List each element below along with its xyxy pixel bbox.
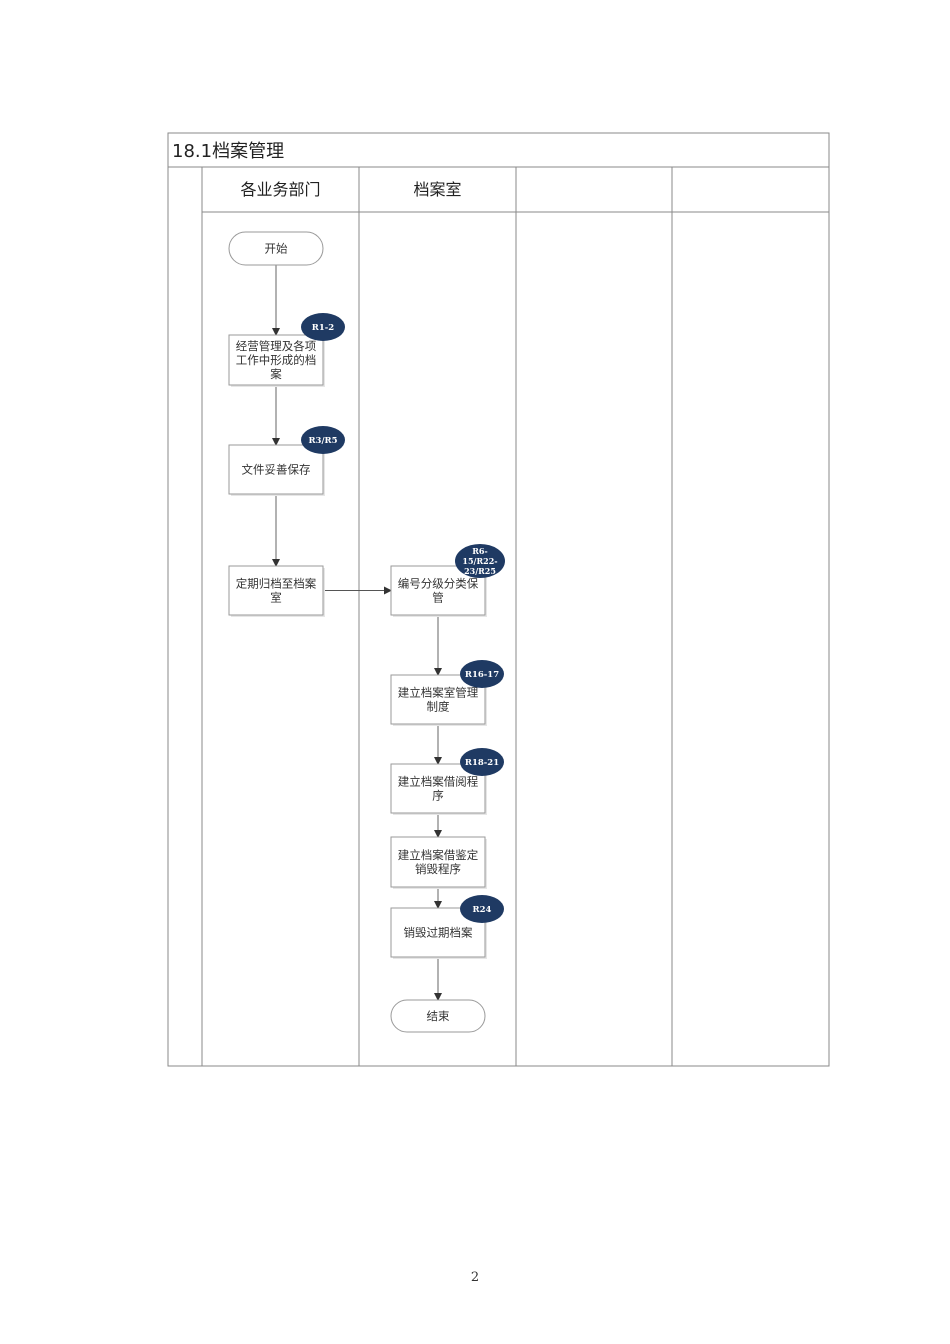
node-label: 开始 — [265, 242, 288, 256]
requirement-badge: R1-2 — [301, 313, 345, 341]
badge-label: R1-2 — [312, 323, 335, 333]
requirement-badge: R16-17 — [460, 660, 504, 688]
badge-label: R24 — [473, 905, 492, 915]
requirement-badge: R3/R5 — [301, 426, 345, 454]
requirement-badge: R18-21 — [460, 748, 504, 776]
node-label: 制度 — [427, 700, 450, 714]
node-label: 管 — [432, 591, 444, 605]
badge-label: R6- — [472, 546, 488, 556]
node-label: 工作中形成的档 — [236, 353, 317, 367]
node-label: 序 — [432, 789, 444, 803]
requirement-badge: R24 — [460, 895, 504, 923]
node-label: 编号分级分类保 — [398, 577, 479, 591]
node-label: 结束 — [427, 1009, 450, 1023]
badge-label: R18-21 — [465, 758, 499, 768]
outer-frame — [167, 132, 830, 1067]
terminal-node: 开始 — [228, 231, 324, 266]
node-label: 建立档案借鉴定 — [398, 848, 479, 862]
badge-label: R16-17 — [465, 670, 499, 680]
node-label: 经营管理及各项 — [236, 339, 317, 353]
node-label: 销毁程序 — [415, 862, 461, 876]
badge-label: 15/R22- — [462, 556, 497, 566]
node-label: 文件妥善保存 — [242, 463, 311, 477]
node-label: 案 — [270, 367, 282, 381]
node-label: 建立档案室管理 — [398, 686, 479, 700]
badge-label: 23/R25 — [464, 566, 496, 576]
lane-header: 档案室 — [413, 180, 461, 199]
node-label: 建立档案借阅程 — [398, 775, 479, 789]
terminal-node: 结束 — [390, 999, 486, 1033]
lane-header: 各业务部门 — [240, 180, 320, 199]
node-label: 定期归档至档案 — [236, 577, 317, 591]
badge-label: R3/R5 — [308, 436, 337, 446]
process-node: 文件妥善保存 — [228, 444, 325, 496]
requirement-badge: R6-15/R22-23/R25 — [455, 544, 505, 578]
node-label: 室 — [270, 591, 282, 605]
page-number: 2 — [470, 1270, 480, 1285]
diagram-title: 18.1档案管理 — [172, 141, 284, 162]
node-label: 销毁过期档案 — [404, 926, 473, 940]
